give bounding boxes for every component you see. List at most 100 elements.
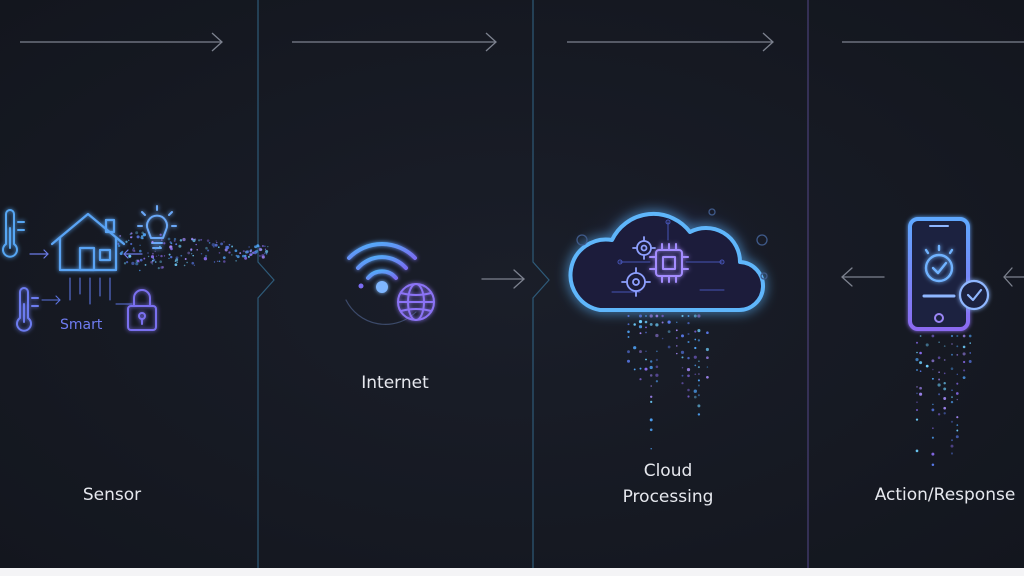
top-arrows bbox=[20, 32, 1024, 52]
particle-dot bbox=[676, 352, 678, 355]
particle-dot bbox=[639, 378, 642, 381]
internet-panel-icons bbox=[345, 242, 525, 325]
particle-dot bbox=[968, 334, 972, 338]
particle-dot bbox=[956, 398, 958, 401]
particle-dot bbox=[956, 382, 959, 385]
particle-dot bbox=[919, 370, 922, 373]
particle-dot bbox=[931, 377, 934, 380]
particle-dot bbox=[191, 261, 195, 265]
particle-dot bbox=[633, 323, 636, 326]
particle-dot bbox=[252, 251, 255, 254]
particle-dot bbox=[168, 253, 171, 256]
particle-dot bbox=[244, 254, 247, 258]
particle-dot bbox=[693, 389, 697, 393]
particle-dot bbox=[633, 346, 637, 350]
particle-dot bbox=[152, 258, 156, 262]
particle-dot bbox=[627, 314, 630, 318]
particle-dot bbox=[687, 395, 690, 398]
particle-dot bbox=[655, 373, 659, 377]
particle-dot bbox=[184, 258, 187, 260]
particle-dot bbox=[681, 334, 684, 338]
particle-dot bbox=[951, 353, 953, 356]
particle-dot bbox=[916, 369, 918, 371]
particle-dot bbox=[956, 373, 959, 376]
particle-dot bbox=[915, 408, 919, 412]
check-circle-icon bbox=[958, 279, 990, 311]
particle-dot bbox=[151, 240, 154, 244]
particle-dot bbox=[943, 381, 946, 385]
stage-label-cloud-processing: Cloud Processing bbox=[598, 458, 738, 510]
particle-dot bbox=[943, 345, 946, 347]
particle-dot bbox=[697, 366, 700, 369]
lightbulb-icon bbox=[137, 205, 177, 249]
particle-dot bbox=[638, 325, 643, 329]
particle-dot bbox=[127, 239, 130, 242]
particle-dot bbox=[915, 341, 919, 344]
orbit-arc bbox=[345, 299, 417, 325]
particle-dot bbox=[649, 322, 653, 326]
small-gear-icon bbox=[576, 208, 768, 280]
particle-dot bbox=[932, 427, 934, 429]
particle-dot bbox=[916, 351, 918, 354]
particle-dot bbox=[650, 395, 653, 398]
particle-dot bbox=[925, 343, 929, 347]
gear-icon bbox=[621, 267, 651, 297]
particle-dot bbox=[265, 249, 269, 254]
particle-dot bbox=[155, 255, 158, 257]
particle-dot bbox=[626, 359, 631, 363]
particle-dot bbox=[136, 259, 140, 263]
particle-dot bbox=[950, 367, 954, 370]
particle-dot bbox=[676, 321, 678, 323]
particle-dot bbox=[644, 367, 648, 371]
particle-dot bbox=[962, 360, 966, 364]
particle-dot bbox=[706, 366, 709, 368]
particle-dot bbox=[649, 418, 653, 422]
particle-dot bbox=[135, 262, 139, 266]
particle-dot bbox=[638, 320, 643, 324]
particle-dot bbox=[160, 266, 164, 269]
particle-dot bbox=[951, 439, 953, 442]
particle-dot bbox=[138, 249, 142, 253]
particle-dot bbox=[126, 261, 129, 264]
particle-dot bbox=[697, 379, 700, 382]
particle-dot bbox=[931, 436, 934, 439]
particle-dot bbox=[661, 314, 664, 318]
particle-dot bbox=[129, 233, 132, 235]
particle-dot bbox=[136, 235, 140, 239]
particle-dot bbox=[151, 252, 154, 255]
particle-dot bbox=[697, 404, 701, 408]
arrow-left-icon bbox=[1003, 267, 1024, 287]
circuit-lines bbox=[41, 277, 133, 305]
particle-dot bbox=[675, 336, 678, 340]
stage-label-sensor: Sensor bbox=[82, 485, 142, 505]
particle-dot bbox=[675, 329, 678, 332]
particle-dot bbox=[169, 255, 173, 259]
particle-dot bbox=[687, 321, 690, 325]
particle-dot bbox=[950, 400, 954, 404]
particle-dot bbox=[667, 320, 671, 324]
particle-dot bbox=[231, 254, 233, 256]
particle-dot bbox=[968, 360, 972, 363]
particle-dot bbox=[676, 345, 678, 347]
particle-dot bbox=[963, 369, 966, 372]
particle-dot bbox=[644, 320, 648, 324]
particle-dot bbox=[693, 355, 697, 359]
particle-dot bbox=[638, 314, 643, 318]
wifi-dot bbox=[376, 281, 388, 293]
particle-dot bbox=[190, 252, 193, 255]
particle-dot bbox=[167, 237, 171, 241]
house-icon bbox=[50, 212, 126, 272]
particle-dot bbox=[943, 397, 947, 400]
particle-dot bbox=[650, 400, 653, 404]
particle-dot bbox=[150, 260, 154, 264]
particle-dot bbox=[132, 247, 135, 249]
particle-dot bbox=[173, 239, 176, 242]
particle-dot bbox=[183, 264, 186, 267]
particle-dot bbox=[261, 255, 265, 259]
stage-label-cloud-line2: Processing bbox=[622, 487, 714, 507]
particle-dot bbox=[125, 240, 128, 243]
particle-dot bbox=[687, 332, 690, 336]
particle-dot bbox=[932, 368, 934, 371]
particle-dot bbox=[231, 245, 234, 248]
particle-dot bbox=[931, 359, 935, 363]
